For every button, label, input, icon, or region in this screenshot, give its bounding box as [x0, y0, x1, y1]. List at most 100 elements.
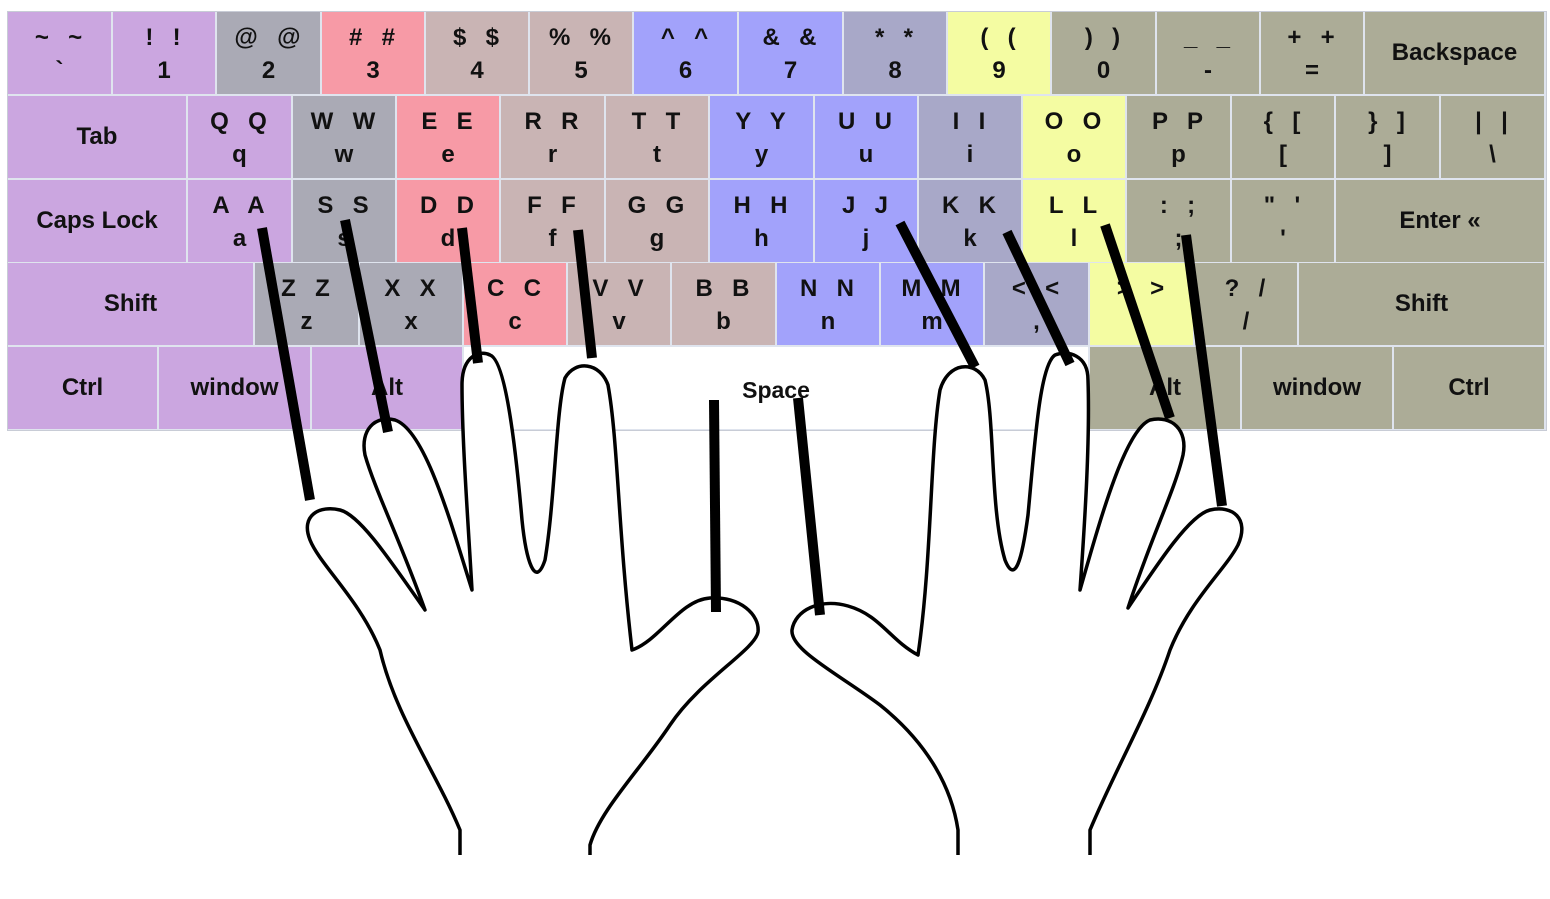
key-shift-legend: : ;: [1159, 192, 1198, 219]
key-alt[interactable]: Alt: [312, 347, 464, 431]
key-main-legend: b: [716, 308, 731, 335]
key-main-legend: ;: [1174, 225, 1183, 252]
key-label: Alt: [1149, 374, 1181, 401]
key-0-12[interactable]: + +=: [1261, 12, 1365, 96]
key-label: Alt: [371, 374, 403, 401]
key-shift-legend: % %: [548, 24, 613, 51]
key-window[interactable]: window: [1242, 347, 1394, 431]
key-0-5[interactable]: % %5: [530, 12, 634, 96]
key-shift-legend: I I: [952, 108, 988, 135]
key-main-legend: k: [963, 225, 977, 252]
key-3-5[interactable]: B B b: [672, 263, 777, 347]
key-window[interactable]: window: [159, 347, 312, 431]
key-ctrl[interactable]: Ctrl: [8, 347, 159, 431]
key-space[interactable]: Space: [464, 347, 1090, 431]
key-3-8[interactable]: < <,: [985, 263, 1090, 347]
key-0-11[interactable]: _ _-: [1157, 12, 1261, 96]
key-main-legend: p: [1171, 141, 1186, 168]
key-2-8[interactable]: K K k: [919, 180, 1023, 264]
key-1-13[interactable]: | |\: [1441, 96, 1546, 180]
key-0-9[interactable]: ( (9: [948, 12, 1052, 96]
key-ctrl[interactable]: Ctrl: [1394, 347, 1546, 431]
key-0-10[interactable]: ) )0: [1052, 12, 1157, 96]
key-main-legend: /: [1242, 308, 1250, 335]
key-0-8[interactable]: * *8: [844, 12, 948, 96]
key-0-1[interactable]: ! ! 1: [113, 12, 217, 96]
key-0-0[interactable]: ~ ~`: [8, 12, 113, 96]
key-1-12[interactable]: } ]]: [1336, 96, 1441, 180]
key-shift-legend: L L: [1048, 192, 1100, 219]
key-alt[interactable]: Alt: [1090, 347, 1242, 431]
key-label: Space: [742, 377, 810, 403]
key-shift-legend: X X: [384, 275, 438, 302]
key-shift-legend: Z Z: [281, 275, 332, 302]
key-0-4[interactable]: $ $4: [426, 12, 530, 96]
key-main-legend: 0: [1096, 57, 1111, 84]
key-main-legend: 1: [157, 57, 171, 84]
key-main-legend: e: [441, 141, 455, 168]
key-shift[interactable]: Shift: [8, 263, 255, 347]
key-main-legend: n: [820, 308, 836, 335]
key-main-legend: v: [612, 308, 626, 335]
key-main-legend: 8: [888, 57, 902, 84]
key-1-11[interactable]: { [ [: [1232, 96, 1336, 180]
key-shift-legend: R R: [524, 108, 581, 135]
key-shift-legend: ! !: [145, 24, 183, 51]
key-shift-legend: D D: [420, 192, 476, 219]
key-main-legend: 6: [678, 57, 693, 84]
key-enter[interactable]: Enter «: [1336, 180, 1546, 264]
key-main-legend: [: [1279, 141, 1287, 168]
key-shift-legend: A A: [212, 192, 267, 219]
key-caps-lock[interactable]: Caps Lock: [8, 180, 188, 264]
key-shift[interactable]: Shift: [1299, 263, 1546, 347]
key-3-10[interactable]: ? //: [1195, 263, 1299, 347]
key-3-9[interactable]: > >.: [1090, 263, 1195, 347]
key-main-legend: w: [334, 141, 354, 168]
key-main-legend: 2: [261, 57, 276, 84]
key-label: window: [190, 374, 279, 401]
key-0-2[interactable]: @ @2: [217, 12, 322, 96]
key-label: Shift: [1394, 290, 1449, 317]
key-2-11[interactable]: " '': [1232, 180, 1336, 264]
key-main-legend: f: [548, 225, 557, 252]
key-shift-legend: { [: [1263, 108, 1303, 135]
key-main-legend: j: [862, 225, 870, 252]
key-shift-legend: O O: [1044, 108, 1104, 135]
key-label: Ctrl: [61, 374, 104, 401]
key-tab[interactable]: Tab: [8, 96, 188, 180]
key-shift-legend: K K: [942, 192, 998, 219]
key-0-7[interactable]: & &7: [739, 12, 844, 96]
key-0-3[interactable]: # #3: [322, 12, 426, 96]
key-0-6[interactable]: ^ ^6: [634, 12, 739, 96]
key-label: Tab: [76, 123, 118, 150]
key-shift-legend: B B: [695, 275, 752, 302]
key-shift-legend: Q Q: [210, 108, 269, 135]
key-2-10[interactable]: : ;;: [1127, 180, 1232, 264]
key-label: Enter «: [1399, 207, 1481, 234]
key-backspace[interactable]: Backspace: [1365, 12, 1546, 96]
